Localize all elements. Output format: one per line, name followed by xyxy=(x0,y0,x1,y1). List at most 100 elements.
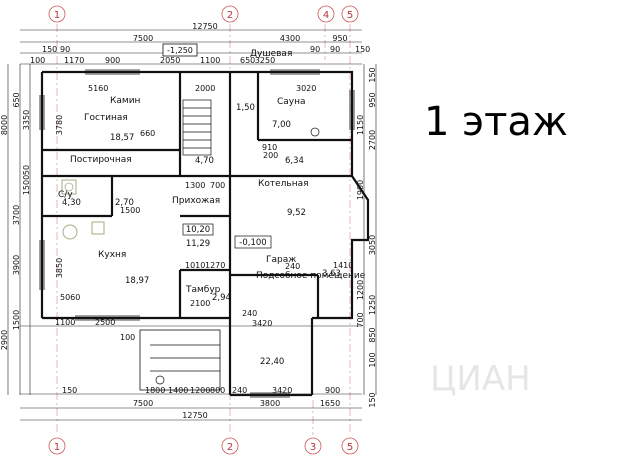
svg-text:1900: 1900 xyxy=(356,180,365,200)
svg-text:3350: 3350 xyxy=(22,110,31,130)
svg-text:1800: 1800 xyxy=(145,386,165,395)
svg-text:2000: 2000 xyxy=(195,84,215,93)
axis-bubble-1-top: 1 xyxy=(48,5,66,23)
svg-text:2100: 2100 xyxy=(190,299,210,308)
room-634-area: 6,34 xyxy=(285,156,304,166)
svg-text:8000: 8000 xyxy=(0,115,9,135)
svg-text:5: 5 xyxy=(347,10,353,21)
svg-text:2900: 2900 xyxy=(0,330,9,350)
room-kitchen-area: 18,97 xyxy=(125,276,149,286)
svg-text:7500: 7500 xyxy=(133,399,153,408)
svg-text:1270: 1270 xyxy=(205,261,225,270)
svg-text:2: 2 xyxy=(227,10,233,21)
svg-text:1: 1 xyxy=(54,10,60,21)
svg-text:1200: 1200 xyxy=(190,386,210,395)
svg-text:5: 5 xyxy=(347,442,353,453)
bathroom-fixtures xyxy=(61,127,320,240)
svg-text:10,20: 10,20 xyxy=(186,225,210,235)
room-150-area: 1,50 xyxy=(236,103,255,113)
svg-text:3020: 3020 xyxy=(296,84,316,93)
room-wc-label: С/у xyxy=(58,190,73,200)
svg-text:7500: 7500 xyxy=(133,34,153,43)
entry-porch xyxy=(139,329,221,391)
axis-bubble-5-top: 5 xyxy=(341,5,359,23)
left-dimensions: 8000 2900 3700 650 3900 3350 3780 50 150… xyxy=(0,64,64,395)
svg-text:12750: 12750 xyxy=(182,411,207,420)
svg-text:100: 100 xyxy=(30,56,45,65)
room-1129-area: 11,29 xyxy=(186,239,210,249)
svg-text:3250: 3250 xyxy=(255,56,275,65)
terrace-area: 22,40 xyxy=(260,357,284,367)
watermark: ЦИАН xyxy=(430,359,531,399)
floor-title: 1 этаж xyxy=(424,99,568,145)
bottom-dimensions: 12750 7500 3800 1650 1100 2500 3420 150 … xyxy=(20,318,362,421)
axis-bubble-4-top: 4 xyxy=(317,5,335,23)
svg-text:-0,100: -0,100 xyxy=(239,238,266,248)
axis-bubble-1-bottom: 1 xyxy=(48,437,66,455)
svg-text:12750: 12750 xyxy=(192,22,217,31)
room-utility-area: 3,63 xyxy=(322,269,341,279)
staircase xyxy=(182,99,212,156)
inner-dimensions: 5160 2000 3020 5060 1010 1270 2100 1300 … xyxy=(60,84,316,342)
inner-walls xyxy=(42,72,352,318)
svg-text:910: 910 xyxy=(262,143,277,152)
windows xyxy=(39,69,355,398)
fireplace-label: Камин xyxy=(110,96,141,106)
svg-text:240: 240 xyxy=(242,309,257,318)
svg-text:1500: 1500 xyxy=(12,310,21,330)
svg-text:1400: 1400 xyxy=(168,386,188,395)
svg-text:3700: 3700 xyxy=(12,205,21,225)
svg-text:900: 900 xyxy=(325,386,340,395)
outer-walls xyxy=(40,70,370,397)
svg-text:-1,250: -1,250 xyxy=(167,46,193,55)
svg-text:150: 150 xyxy=(368,67,377,82)
room-utility-label: Подсобное помещение xyxy=(256,271,366,281)
svg-text:100: 100 xyxy=(368,352,377,367)
room-wc-area: 4,30 xyxy=(62,198,81,208)
svg-text:1300: 1300 xyxy=(185,181,205,190)
svg-text:1: 1 xyxy=(54,442,60,453)
svg-text:100: 100 xyxy=(120,333,135,342)
svg-text:200: 200 xyxy=(263,151,278,160)
svg-text:3050: 3050 xyxy=(368,235,377,255)
level-marker-top: -1,250 xyxy=(162,43,198,57)
svg-text:240: 240 xyxy=(285,262,300,271)
svg-text:1410: 1410 xyxy=(333,261,353,270)
svg-text:3: 3 xyxy=(310,442,316,453)
svg-text:1200: 1200 xyxy=(356,280,365,300)
room-living-area: 18,57 xyxy=(110,133,134,143)
svg-text:1500: 1500 xyxy=(22,175,31,195)
garage-level-box: -0,100 xyxy=(234,235,272,249)
svg-text:700: 700 xyxy=(210,181,225,190)
svg-text:950: 950 xyxy=(368,92,377,107)
svg-text:700: 700 xyxy=(356,312,365,327)
top-dimensions: 12750 7500 4300 950 150 90 100 1170 2050… xyxy=(20,22,370,65)
svg-text:4: 4 xyxy=(323,10,329,21)
svg-text:5060: 5060 xyxy=(60,293,80,302)
svg-text:650: 650 xyxy=(12,92,21,107)
right-dimensions: 150 950 1150 2700 1900 3050 1410 1200 12… xyxy=(333,64,377,408)
axis-bubble-3-bottom: 3 xyxy=(304,437,322,455)
room-garage-label: Гараж xyxy=(266,255,296,265)
axis-bubble-2-top: 2 xyxy=(221,5,239,23)
svg-text:2500: 2500 xyxy=(95,318,115,327)
svg-text:90: 90 xyxy=(310,45,320,54)
svg-text:900: 900 xyxy=(105,56,120,65)
svg-text:1100: 1100 xyxy=(55,318,75,327)
hall-area-box: 10,20 xyxy=(182,223,214,236)
svg-text:2: 2 xyxy=(227,442,233,453)
svg-text:950: 950 xyxy=(332,34,347,43)
svg-text:1250: 1250 xyxy=(368,295,377,315)
svg-text:150: 150 xyxy=(355,45,370,54)
svg-text:3420: 3420 xyxy=(252,319,272,328)
room-470-area: 4,70 xyxy=(195,156,214,166)
svg-text:3780: 3780 xyxy=(55,115,64,135)
room-boiler-area: 9,52 xyxy=(287,208,306,218)
room-270-area: 2,70 xyxy=(115,198,134,208)
svg-text:90: 90 xyxy=(330,45,340,54)
svg-text:3800: 3800 xyxy=(260,399,280,408)
svg-text:150: 150 xyxy=(62,386,77,395)
svg-text:1010: 1010 xyxy=(185,261,205,270)
svg-text:240: 240 xyxy=(232,386,247,395)
